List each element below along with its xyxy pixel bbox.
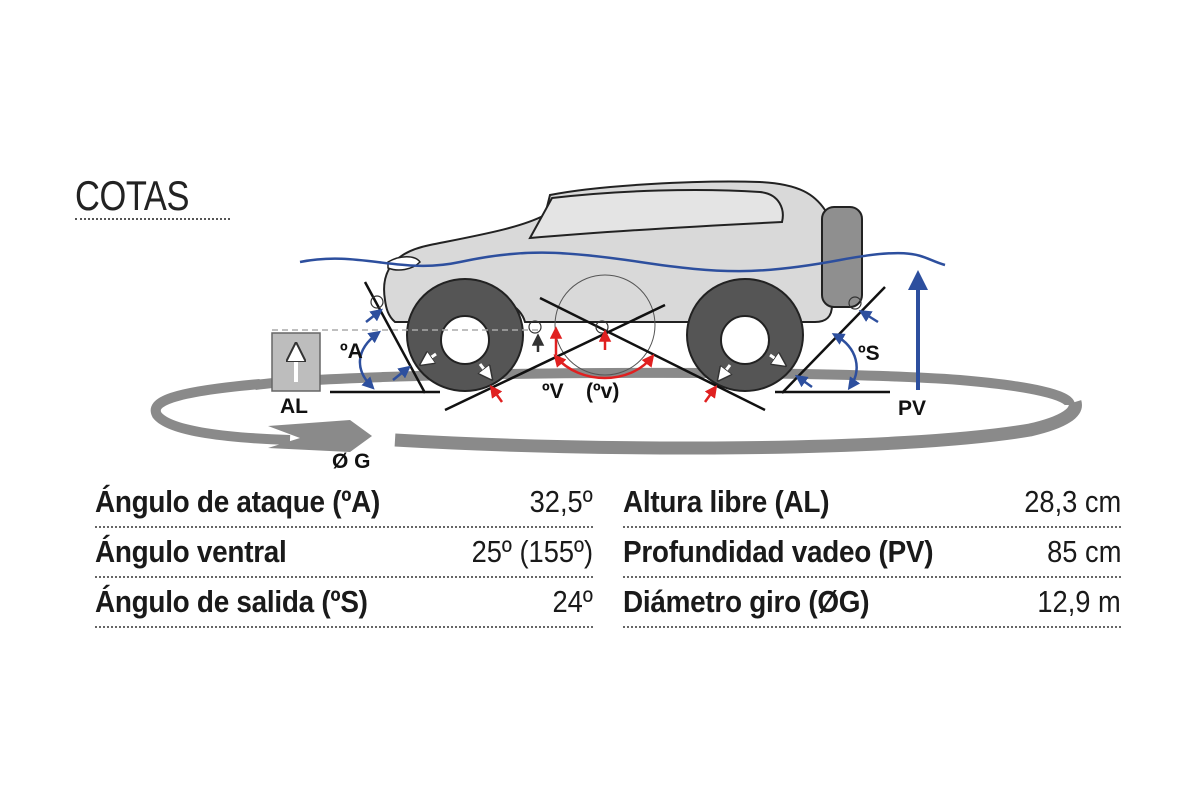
spec-name: Diámetro giro (ØG) xyxy=(623,584,870,619)
spec-name: Profundidad vadeo (PV) xyxy=(623,534,934,569)
spec-value: 24º xyxy=(552,584,593,619)
attack-angle-arc xyxy=(358,330,382,390)
ventral-arrow-front xyxy=(489,384,504,403)
spec-row: Ángulo de ataque (ºA) 32,5º xyxy=(95,478,593,528)
ventral-angle-label: ºV xyxy=(542,380,564,403)
ventral-arrow-rear xyxy=(703,384,718,403)
spec-value: 28,3 cm xyxy=(1023,484,1121,519)
spec-value: 85 cm xyxy=(1046,534,1121,569)
spec-name: Altura libre (AL) xyxy=(623,484,830,519)
contact-point-front xyxy=(370,295,384,309)
spec-row: Ángulo ventral 25º (155º) xyxy=(95,528,593,578)
ventral-angle-arc xyxy=(553,354,655,380)
vehicle-dimensions-diagram: ºA AL ºV (ºv) ºS PV Ø G xyxy=(150,180,1082,470)
tire-arrow-3 xyxy=(720,364,730,378)
spec-row: Diámetro giro (ØG) 12,9 m xyxy=(623,578,1121,628)
page-title: COTAS xyxy=(75,172,190,219)
attack-contact-arrow-1 xyxy=(365,308,383,323)
title-underline xyxy=(75,218,230,220)
car-window xyxy=(528,189,784,240)
exit-angle-arc xyxy=(831,333,861,391)
spec-row: Ángulo de salida (ºS) 24º xyxy=(95,578,593,628)
spec-name: Ángulo de salida (ºS) xyxy=(95,584,368,619)
tire-arrow-2 xyxy=(480,363,490,377)
exit-contact-arrow-1 xyxy=(858,310,879,324)
ventral-line-right xyxy=(539,296,766,412)
attack-angle-line xyxy=(363,281,427,394)
contact-point-belly xyxy=(528,320,542,334)
turning-ring-back xyxy=(254,367,1075,407)
spec-table-dimensions: Altura libre (AL) 28,3 cm Profundidad vade… xyxy=(623,478,1121,628)
turning-ring-front xyxy=(394,400,1082,455)
turning-diameter-label: Ø G xyxy=(332,450,371,470)
spec-name: Ángulo ventral xyxy=(95,534,287,569)
attack-contact-arrow-2 xyxy=(392,365,411,381)
contact-point-rear xyxy=(848,296,862,310)
spec-name: Ángulo de ataque (ºA) xyxy=(95,484,381,519)
turning-ring-left xyxy=(150,379,291,445)
spec-row: Altura libre (AL) 28,3 cm xyxy=(623,478,1121,528)
attack-angle-label: ºA xyxy=(340,340,363,363)
spec-row: Profundidad vadeo (PV) 85 cm xyxy=(623,528,1121,578)
spec-value: 32,5º xyxy=(529,484,593,519)
ventral-complement-label: (ºv) xyxy=(586,380,619,403)
exit-contact-arrow-2 xyxy=(794,374,813,389)
ventral-ghost-wheel xyxy=(554,274,656,376)
water-line xyxy=(299,251,946,273)
turning-arrow-head xyxy=(268,420,372,452)
spec-value: 25º (155º) xyxy=(471,534,593,569)
rear-wheel xyxy=(686,278,804,392)
front-wheel xyxy=(406,278,524,392)
spec-value: 12,9 m xyxy=(1037,584,1121,619)
exit-angle-label: ºS xyxy=(858,342,880,365)
wading-depth-label: PV xyxy=(898,397,926,420)
tire-arrow-4 xyxy=(769,355,783,364)
tire-arrow-1 xyxy=(423,354,437,363)
clearance-label: AL xyxy=(280,395,308,418)
